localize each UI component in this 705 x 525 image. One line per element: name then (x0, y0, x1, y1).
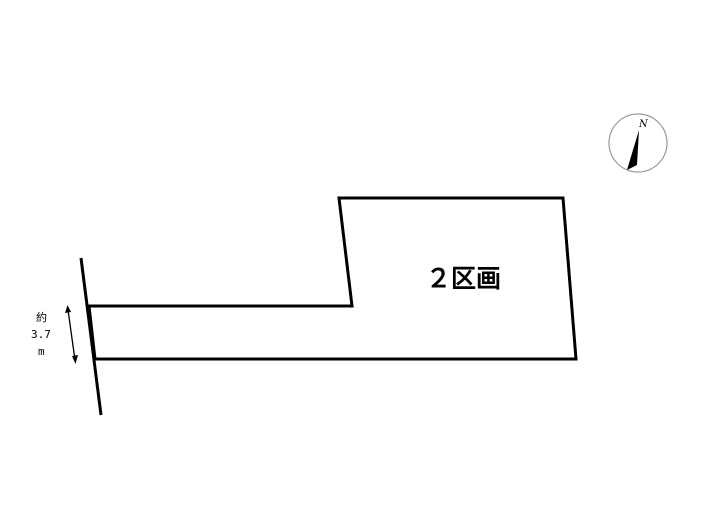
width-value: 3.7 (31, 328, 51, 341)
lot-label: ２区画 (426, 264, 501, 293)
north-compass: N (608, 113, 668, 173)
north-label: N (638, 119, 649, 130)
north-arrow-icon (627, 130, 639, 170)
width-dimension-arrow (65, 305, 78, 364)
width-unit: m (38, 345, 45, 358)
width-prefix: 約 (36, 310, 47, 324)
lot-outline (87, 196, 578, 361)
